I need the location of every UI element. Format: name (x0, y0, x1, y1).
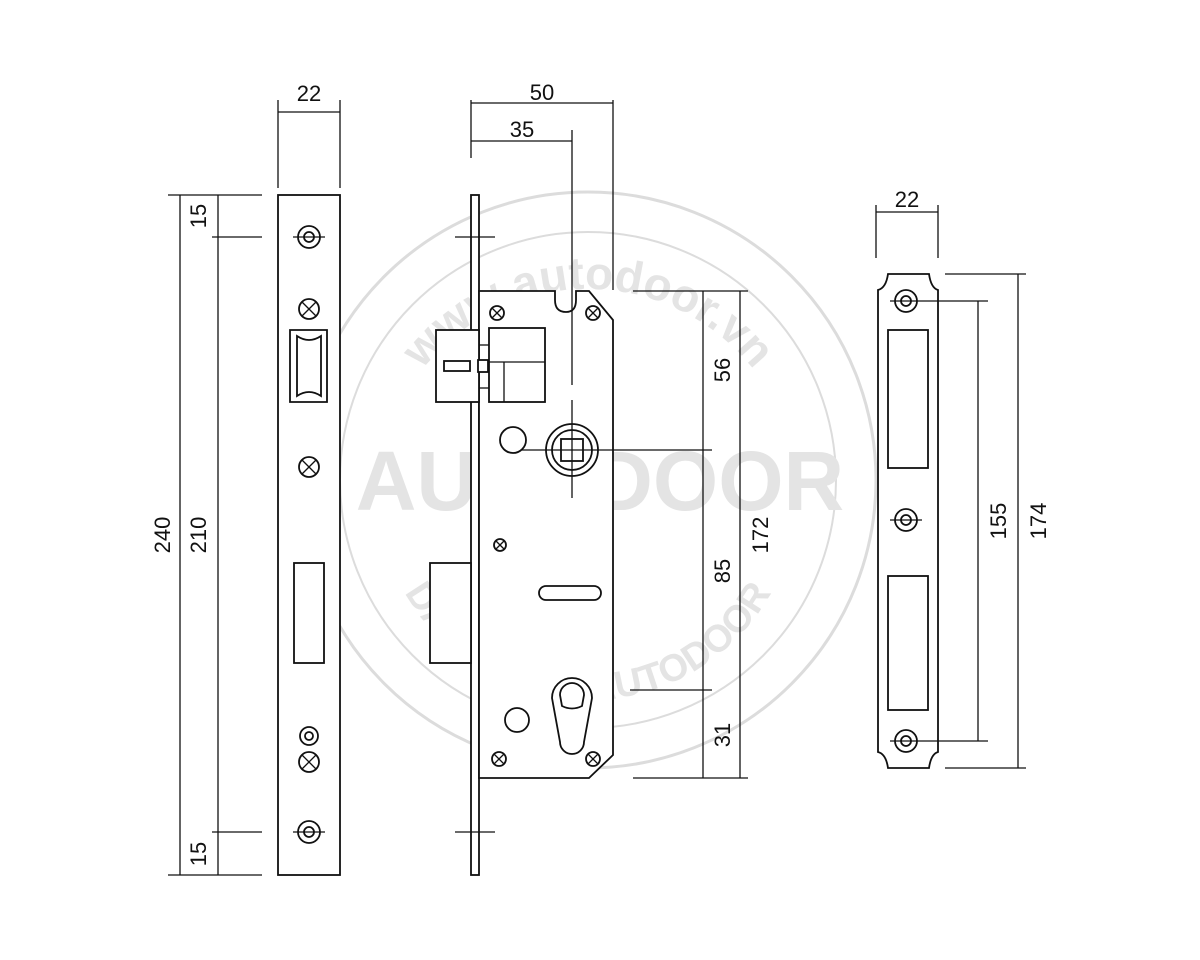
faceplate-fixing-screw-4 (298, 751, 320, 773)
faceplate-deadbolt-opening (293, 562, 325, 664)
faceplate-fixing-screw-3 (299, 726, 319, 746)
lock-case-screw-top-right (585, 305, 601, 321)
faceplate-bottom-offset-label: 15 (186, 842, 211, 866)
faceplate-width-label: 22 (297, 81, 321, 106)
faceplate-screw-span-label: 210 (186, 517, 211, 554)
faceplate-fixing-screw-2 (298, 456, 320, 478)
lock-body-view: 50 35 56 85 31 172 (429, 80, 773, 876)
lock-depth-label: 50 (530, 80, 554, 105)
strike-deadbolt-opening (887, 575, 929, 711)
strike-plate-view: 22 155 174 (875, 187, 1051, 769)
lock-rivet-lower (504, 707, 530, 733)
strike-total-length-label: 174 (1026, 503, 1051, 540)
lock-backset-label: 35 (510, 117, 534, 142)
lock-handle-spindle-hub (522, 400, 712, 498)
faceplate-latch-opening (289, 329, 328, 403)
faceplate-top-screw (293, 225, 325, 249)
lock-slot (538, 585, 602, 601)
lock-handle-to-cylinder-label: 85 (710, 559, 735, 583)
faceplate-fixing-screw-1 (298, 298, 320, 320)
faceplate-outline (277, 194, 341, 876)
lock-case (478, 290, 614, 779)
faceplate-top-offset-label: 15 (186, 204, 211, 228)
lock-deadbolt (429, 562, 472, 664)
faceplate-total-length-label: 240 (150, 517, 175, 554)
lock-cylinder-to-bottom-label: 31 (710, 723, 735, 747)
lock-latch-bolt (435, 327, 546, 403)
strike-bottom-screw (890, 729, 988, 753)
lock-case-screw-top-left (489, 305, 505, 321)
lock-case-screw-bottom-left (491, 751, 507, 767)
strike-screw-span-label: 155 (986, 503, 1011, 540)
lock-body-height-label: 172 (748, 517, 773, 554)
faceplate-bottom-screw (293, 820, 325, 844)
lock-handle-to-top-label: 56 (710, 358, 735, 382)
lock-case-screw-bottom-right (585, 751, 601, 767)
lock-case-screw-middle (493, 538, 507, 552)
strike-latch-opening (887, 329, 929, 469)
strike-middle-screw (890, 508, 922, 532)
faceplate-view: 22 15 15 210 240 (150, 81, 341, 876)
lock-faceplate-edge (470, 194, 480, 876)
lock-rivet-upper (499, 426, 527, 454)
strike-top-screw (890, 289, 988, 313)
strike-width-label: 22 (895, 187, 919, 212)
